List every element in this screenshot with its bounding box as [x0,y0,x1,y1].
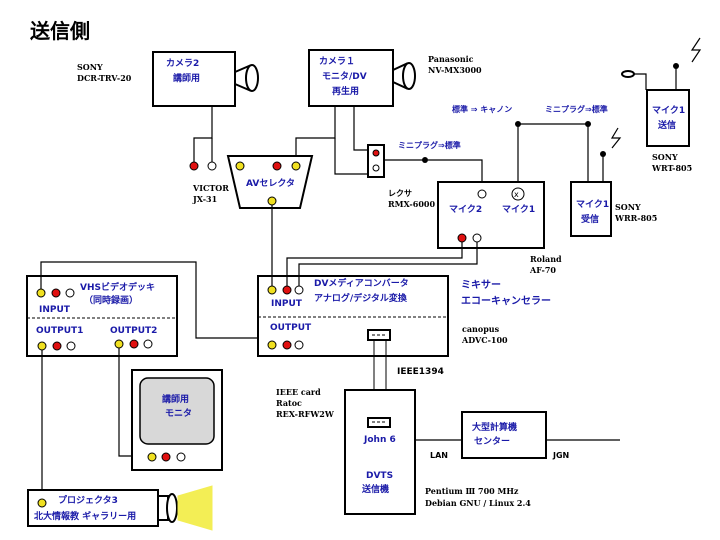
camera2-device: カメラ2 講師用 [152,51,259,107]
page-title: 送信側 [30,19,90,43]
roland-brand: Roland [530,254,562,264]
mic1-receiver-device: マイク1 受信 [570,127,622,237]
vhs-output2-label: OUTPUT2 [110,326,157,336]
victor-model: JX-31 [192,194,217,204]
mic1-label: マイク1 [502,204,535,215]
sony-wrr-model: WRR-805 [614,213,657,223]
dv-converter-label: DVメディアコンバータ [314,277,409,289]
miniplug-adapter-label-1: ミニプラグ⇒標準 [398,140,461,150]
center-role: センター [474,435,510,447]
mixer-label: ミキサー [461,279,501,291]
os-spec: Debian GNU / Linux 2.4 [425,498,531,508]
instructor-monitor-device: 講師用 モニタ [131,369,223,471]
camera1-role: モニタ/DV [322,70,367,82]
camera2-out-red-jack [189,161,199,171]
adapter-box [367,144,385,178]
vhs-deck-mode: （同時録画） [84,294,138,306]
dvts-label: DVTS [366,471,393,481]
vhs-output1-label: OUTPUT1 [36,326,83,336]
ieee-card-label: IEEE card [276,387,321,397]
projector-device: プロジェクタ3 北大情報教 ギャラリー用 [27,485,213,531]
center-label: 大型計算機 [472,421,517,433]
canopus-model: ADVC-100 [461,335,508,345]
sony-dcr-model: DCR-TRV-20 [77,73,132,83]
mic1-receiver-role: 受信 [581,213,599,225]
dv-output-label: OUTPUT [270,323,312,333]
echo-canceller-label: エコーキャンセラー [461,295,551,307]
dvts-pc-device: John 6 DVTS 送信機 [344,389,416,515]
std-canon-label: 標準 ⇒ キャノン [452,104,512,114]
av-selector-device: AVセレクタ [226,155,314,209]
lavalier-mic-icon [621,70,635,78]
vhs-input-label: INPUT [39,305,71,315]
camera1-role2: 再生用 [332,85,359,97]
camera1-device: カメラ１ モニタ/DV 再生用 [308,49,416,107]
projector-beam-icon [177,485,213,531]
projector-label: プロジェクタ3 [58,494,118,506]
dvts-role: 送信機 [361,483,389,495]
sony-wrt-brand: SONY [652,152,678,162]
dv-converter-device: DVメディアコンバータ アナログ/デジタル変換 INPUT OUTPUT [257,275,449,357]
panasonic-brand: Panasonic [428,54,474,64]
roland-model: AF-70 [529,265,556,275]
camera2-role: 講師用 [173,72,200,84]
mic1-transmitter-device: マイク1 送信 [621,37,702,147]
camera2-out-white-jack [207,161,217,171]
projector-location: 北大情報教 ギャラリー用 [34,510,136,522]
lan-label: LAN [430,451,448,460]
vhs-deck-device: VHSビデオデッキ （同時録画） INPUT OUTPUT1 OUTPUT2 [26,275,178,357]
mic2-label: マイク2 [449,204,482,215]
radio-signal-icon-tx [690,37,702,63]
rexa-mixer-device: マイク2 マイク1 x [437,181,545,249]
canopus-brand: canopus [462,324,500,334]
dv-converter-function: アナログ/デジタル変換 [314,292,408,304]
mic1-receiver-label: マイク1 [576,199,609,210]
panasonic-model: NV-MX3000 [428,65,482,75]
pentium-spec: Pentium Ⅲ 700 MHz [425,486,519,496]
svg-text:x: x [514,190,519,199]
victor-brand: VICTOR [192,183,229,193]
ieee-card-brand: Ratoc [276,398,302,408]
sony-wrr-brand: SONY [615,202,641,212]
monitor-role: モニタ [165,407,192,419]
camera1-label: カメラ１ [319,56,355,67]
av-selector-label: AVセレクタ [246,177,295,189]
camera2-label: カメラ2 [166,58,199,69]
mic1-transmitter-role: 送信 [657,119,676,131]
ieee1394-label: IEEE1394 [397,367,444,377]
rexa-model: RMX-6000 [388,199,435,209]
mic1-transmitter-label: マイク1 [652,105,685,116]
radio-signal-icon-rx [610,127,622,149]
sony-dcr-brand: SONY [77,62,103,72]
sony-wrt-model: WRT-805 [651,163,692,173]
computer-center-device: 大型計算機 センター [461,411,547,459]
vhs-deck-label: VHSビデオデッキ [80,281,155,293]
dv-input-label: INPUT [271,299,303,309]
rexa-brand: レクサ [388,188,412,198]
miniplug-adapter-label-2: ミニプラグ⇒標準 [545,104,608,114]
jgn-label: JGN [552,451,569,460]
monitor-label: 講師用 [162,393,189,405]
ieee-card-model: REX-RFW2W [276,409,335,419]
john6-label: John 6 [363,435,396,445]
projector-lens-icon [166,493,178,523]
